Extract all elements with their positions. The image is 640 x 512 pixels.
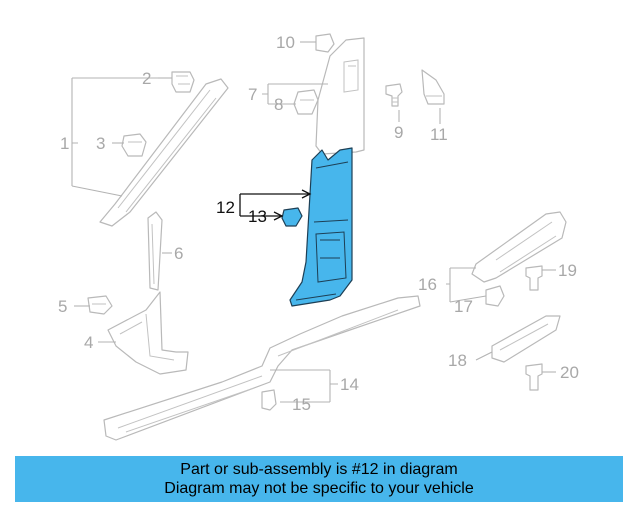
callout-1: 1 <box>60 134 69 153</box>
lower-b-pillar-trim-highlighted <box>289 147 353 307</box>
clip-part-17 <box>485 285 505 307</box>
banner-line-disclaimer: Diagram may not be specific to your vehi… <box>164 480 474 497</box>
clip-part-10 <box>315 33 335 53</box>
callout-11: 11 <box>430 125 448 144</box>
clip-part-2 <box>171 71 195 93</box>
side-trim-panel <box>471 211 567 283</box>
cover-part-11 <box>421 69 445 105</box>
callout-13: 13 <box>248 207 267 226</box>
callout-10: 10 <box>276 33 295 52</box>
callout-16: 16 <box>418 275 437 294</box>
callout-6: 6 <box>174 244 183 263</box>
callout-labels: 1 2 3 4 5 6 7 8 9 10 11 12 13 14 15 16 1… <box>58 33 579 414</box>
clip-part-8 <box>293 89 319 115</box>
info-banner: Part or sub-assembly is #12 in diagram D… <box>15 456 623 502</box>
callout-5: 5 <box>58 297 67 316</box>
screw-part-20 <box>525 363 543 391</box>
callout-18: 18 <box>448 351 467 370</box>
callout-17: 17 <box>454 297 473 316</box>
callout-8: 8 <box>274 95 283 114</box>
callout-4: 4 <box>84 333 93 352</box>
callout-7: 7 <box>248 85 257 104</box>
callout-19: 19 <box>558 261 577 280</box>
callout-2: 2 <box>142 69 151 88</box>
scuff-plate <box>103 295 421 441</box>
trim-strip-part-6 <box>147 211 163 291</box>
lower-front-trim <box>107 291 189 375</box>
highlight-leaders <box>239 189 312 221</box>
banner-line-part: Part or sub-assembly is #12 in diagram <box>180 461 458 478</box>
leader-lines <box>71 41 556 403</box>
clip-part-13 <box>281 207 303 227</box>
clip-part-3 <box>121 133 147 157</box>
callout-9: 9 <box>394 123 403 142</box>
bracket-part-18 <box>491 315 561 363</box>
callout-14: 14 <box>340 375 359 394</box>
screw-part-9 <box>385 83 403 107</box>
clip-part-5 <box>87 295 113 315</box>
callout-12: 12 <box>216 198 235 217</box>
upper-b-pillar-trim <box>315 37 365 155</box>
clip-part-15 <box>261 389 277 411</box>
a-pillar-trim <box>99 78 229 227</box>
parts-diagram: 1 2 3 4 5 6 7 8 9 10 11 12 13 14 15 16 1… <box>58 33 579 441</box>
callout-3: 3 <box>96 134 105 153</box>
screw-part-19 <box>525 265 543 291</box>
callout-20: 20 <box>560 363 579 382</box>
callout-15: 15 <box>292 395 311 414</box>
